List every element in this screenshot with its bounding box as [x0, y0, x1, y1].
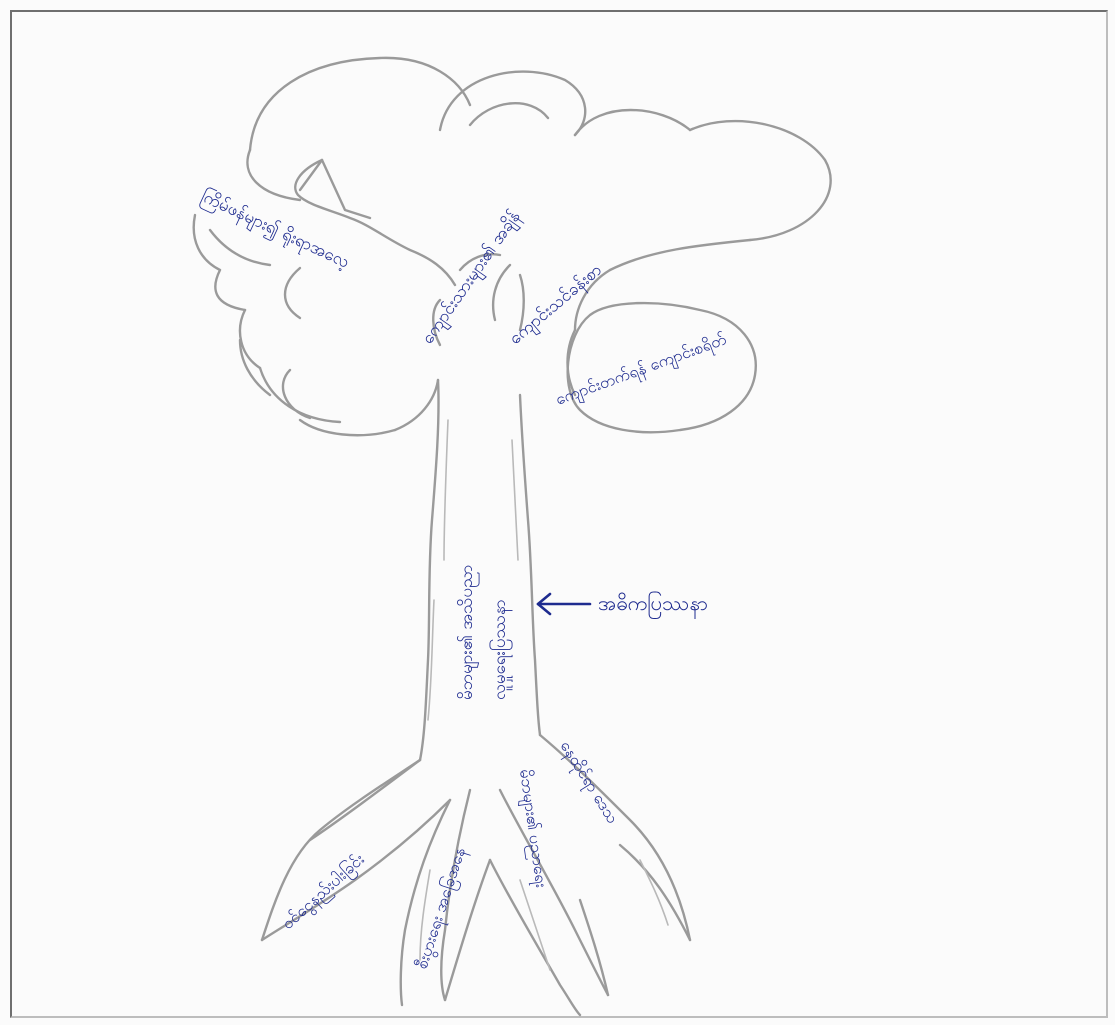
crown-right-label: ကျောင်းသင်ခန်းစာ — [505, 260, 607, 351]
arrow-left-icon — [538, 594, 590, 614]
crown-left-label: ကြိမ်ဖန်များ၍ ရိုးရာအလေ့ — [197, 185, 354, 276]
root-1-label: ဝင်ငွေနည်းပါးခြင်း — [278, 849, 370, 935]
crown-bubble-label: ကျောင်းတက်ရန် ကျောင်းစရိတ် — [553, 329, 730, 411]
main-problem-label: အဓိကပြဿနာ — [598, 591, 708, 619]
trunk-right-label: လူမှုရေးပြဿနာ — [488, 599, 513, 700]
root-4-label: နေထိုင်ရာ ဒေသ — [554, 737, 622, 828]
tree-trunk-outline — [420, 380, 540, 760]
root-3-label: မိဘများ၏ ပညာရေး — [513, 768, 551, 889]
trunk-left-label: မိဘများ၏ အသိပညာ — [456, 565, 480, 701]
